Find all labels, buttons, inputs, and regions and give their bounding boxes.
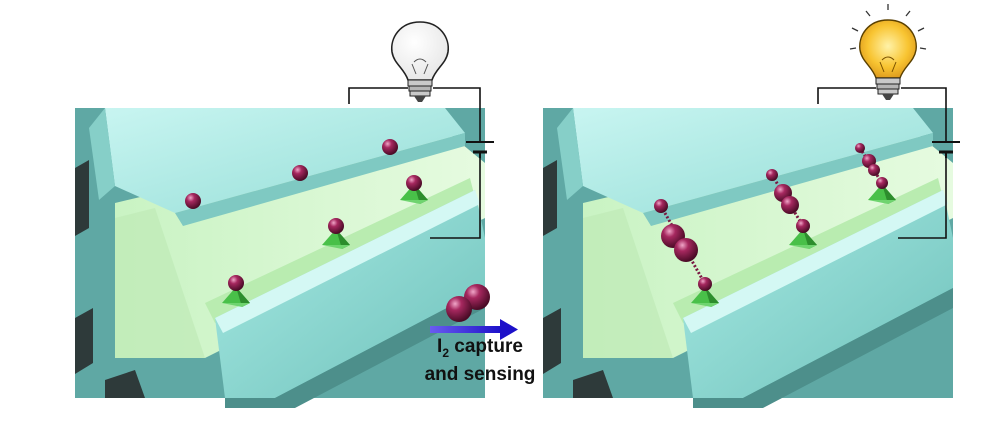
battery-icon [466, 141, 494, 158]
lightbulb-off-icon [391, 21, 449, 102]
caption: I2 capture and sensing [400, 336, 560, 386]
caption-i: I [437, 336, 443, 357]
circuit-left [348, 87, 481, 239]
iodine-chain-2 [766, 169, 817, 249]
caption-line-2: and sensing [424, 363, 536, 385]
iodine-molecule-icon [446, 284, 490, 322]
iodine-chain-3 [855, 143, 896, 204]
iodine-chain-1 [654, 199, 719, 307]
battery-icon [932, 141, 960, 158]
framework-right [543, 108, 953, 408]
lightbulb-on-icon [849, 4, 927, 100]
arrow-right-icon [430, 319, 518, 340]
caption-subscript: 2 [442, 345, 450, 360]
caption-line-1: I2 capture [400, 336, 560, 364]
caption-capture: capture [449, 336, 523, 357]
circuit-right [817, 87, 947, 239]
